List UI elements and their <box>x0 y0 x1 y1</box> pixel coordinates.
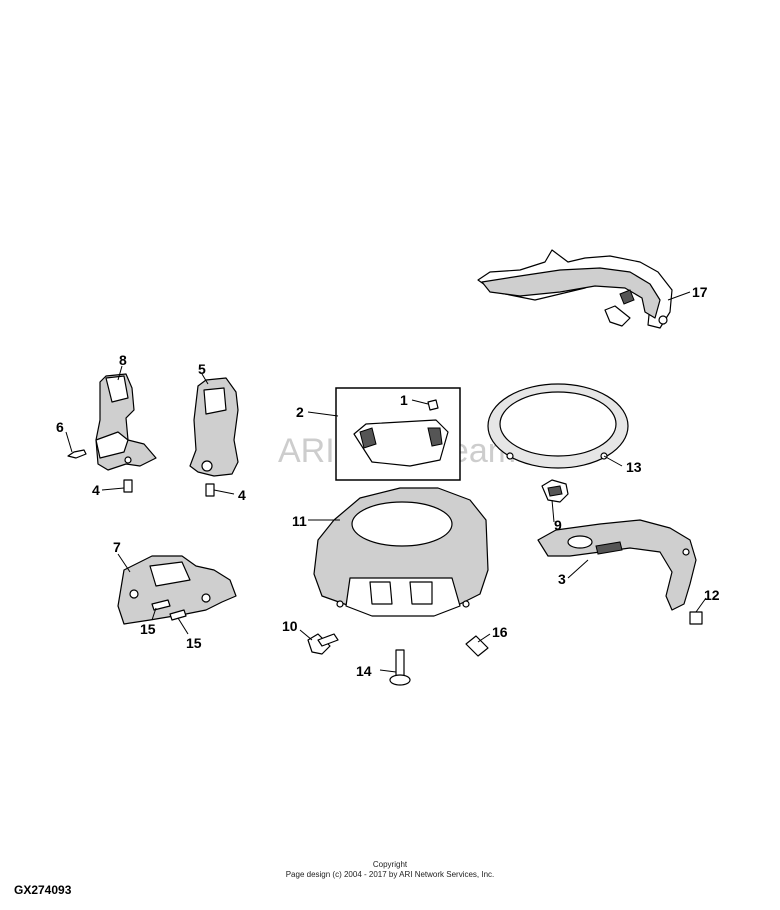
part-3-bracket <box>537 519 697 611</box>
leader-lines <box>65 291 707 673</box>
copyright-line: Page design (c) 2004 - 2017 by ARI Netwo… <box>285 870 495 879</box>
part-5-shroud <box>189 377 239 477</box>
part-2-detail-box <box>335 387 461 481</box>
callout-14: 14 <box>356 663 372 679</box>
screw-6 <box>67 449 87 459</box>
callout-3: 3 <box>558 571 566 587</box>
part-7-baffle <box>117 555 237 625</box>
screw-15-b <box>169 609 187 621</box>
callout-1: 1 <box>400 392 408 408</box>
callout-15-b: 15 <box>186 635 202 651</box>
bolt-14 <box>389 649 411 686</box>
screw-12 <box>689 611 703 625</box>
callout-4-right: 4 <box>238 487 246 503</box>
callout-13: 13 <box>626 459 642 475</box>
part-13-ring <box>487 383 629 469</box>
screw-4-left <box>123 479 133 493</box>
part-11-blower-housing <box>313 487 489 617</box>
callout-11: 11 <box>292 513 307 529</box>
callout-5: 5 <box>198 361 206 377</box>
callout-8: 8 <box>119 352 127 368</box>
callout-17: 17 <box>692 284 708 300</box>
copyright-title: Copyright <box>372 860 408 869</box>
callout-9: 9 <box>554 517 562 533</box>
callout-2: 2 <box>296 404 304 420</box>
callout-15-a: 15 <box>140 621 156 637</box>
part-9-clip <box>541 479 569 503</box>
part-8-shroud <box>95 373 157 471</box>
part-17-bracket <box>477 249 673 329</box>
screw-4-right <box>205 483 215 497</box>
callout-10: 10 <box>282 618 298 634</box>
bolt-10 <box>307 633 339 655</box>
callout-7: 7 <box>113 539 121 555</box>
diagram-id: GX274093 <box>14 883 72 897</box>
callout-4-left: 4 <box>92 482 100 498</box>
bolt-16 <box>465 635 489 657</box>
callout-6: 6 <box>56 419 64 435</box>
callout-12: 12 <box>704 587 720 603</box>
screw-15-a <box>151 599 171 611</box>
callout-16: 16 <box>492 624 508 640</box>
